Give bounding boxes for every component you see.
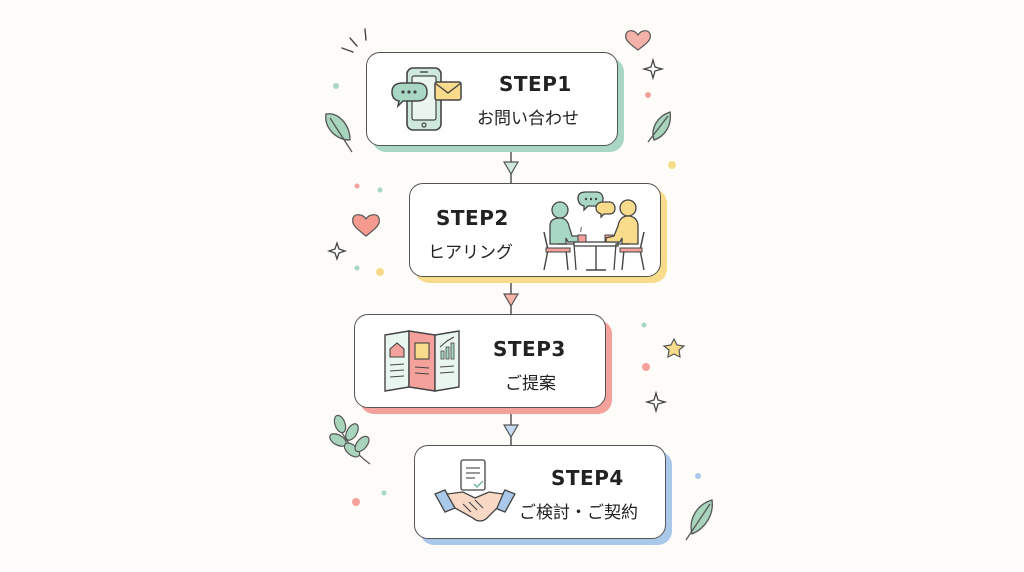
step2-title: ヒアリング [428,243,513,263]
confetti-dots [333,83,701,506]
leaf-icon [325,113,353,153]
sparkle-lines-decoration [341,28,367,53]
meeting-icon [543,191,645,271]
connector-3-4 [502,409,520,446]
step1-card: STEP1 お問い合わせ [366,52,618,146]
step3-title: ご提案 [505,374,556,394]
star-icon [644,390,668,414]
step4-label: STEP4 [551,466,624,490]
handshake-icon [434,459,516,522]
step4-title: ご検討・ご契約 [519,503,638,523]
step1-title: お問い合わせ [477,109,579,129]
star-icon [662,337,686,359]
branch-leaves-icon [329,414,371,465]
heart-icon [352,214,380,237]
phone-mail-icon [391,67,462,131]
star-icon [641,57,665,81]
leaf-icon [685,499,713,541]
step3-label: STEP3 [493,337,566,361]
step3-card: STEP3 ご提案 [354,314,606,408]
leaf-icon [647,111,672,143]
heart-icon [625,30,651,51]
step2-label: STEP2 [436,206,509,230]
step4-card: STEP4 ご検討・ご契約 [414,445,666,539]
step1-label: STEP1 [499,72,572,96]
step2-card: STEP2 ヒアリング [409,183,661,277]
star-icon [326,240,348,262]
brochure-icon [384,330,460,392]
